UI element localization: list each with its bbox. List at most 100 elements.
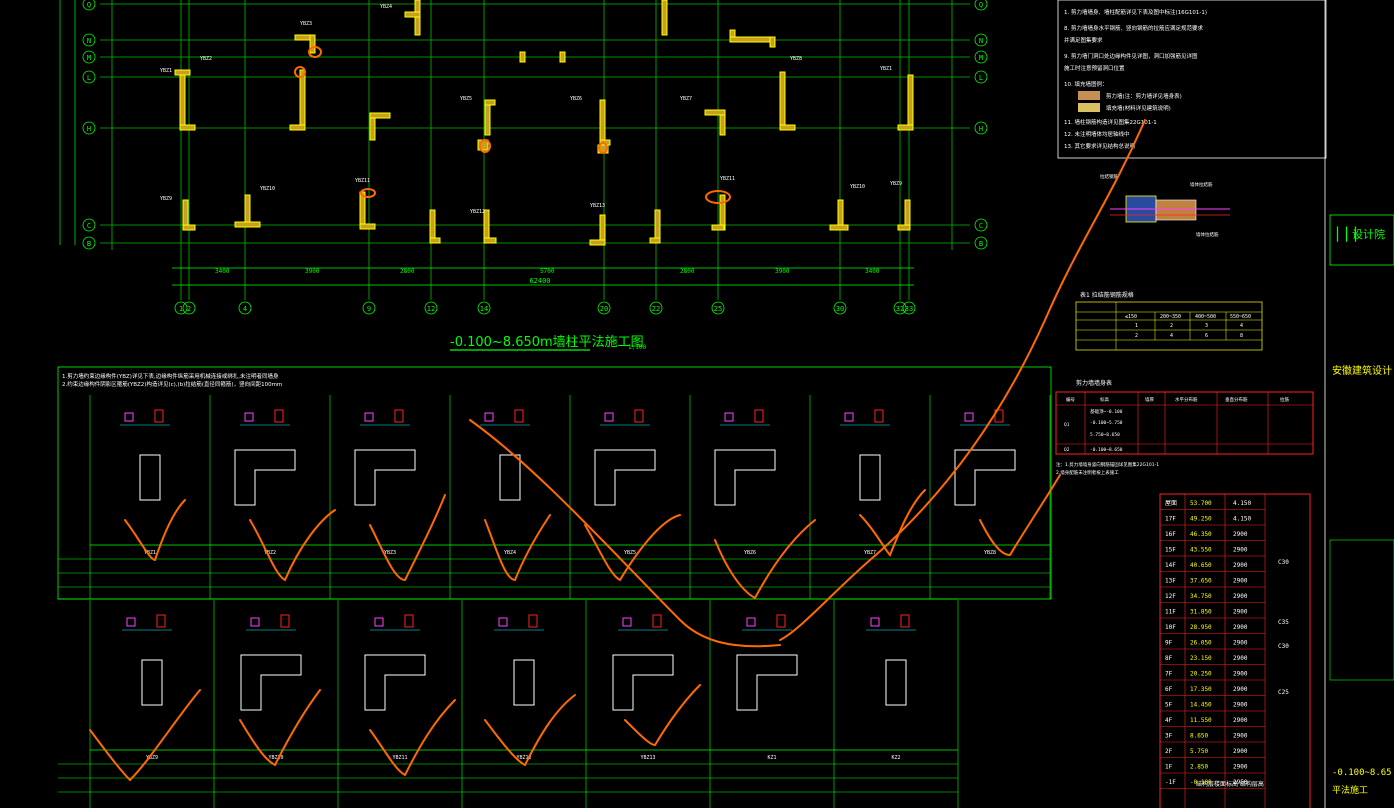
markup-circle <box>360 188 376 198</box>
table-frame <box>1159 493 1311 808</box>
svg-text:墙厚: 墙厚 <box>1145 396 1154 403</box>
section-outline <box>612 654 674 711</box>
stirrup-detail <box>724 412 734 422</box>
svg-text:并满足图集要求: 并满足图集要求 <box>1064 36 1103 44</box>
section-outline <box>234 449 296 506</box>
stirrup-detail <box>394 409 404 423</box>
section-outline <box>736 654 798 711</box>
bottom-caption: 结构层楼面标高 结构层高 <box>1196 780 1264 788</box>
floor-cell: 15F <box>1165 547 1176 554</box>
axis-bubble <box>82 218 96 232</box>
markup-stroke <box>714 519 816 600</box>
elevation-cell: 8.650 <box>1190 733 1208 740</box>
wall-tag: YBZ13 <box>590 203 605 209</box>
svg-text:2: 2 <box>1135 333 1138 339</box>
stirrup-detail <box>498 617 508 627</box>
markup-circle <box>598 142 608 154</box>
stirrup-detail <box>250 617 260 627</box>
wall-tag: YBZ6 <box>570 96 582 102</box>
elevation-cell: 40.650 <box>1190 562 1212 569</box>
stirrup-detail <box>964 412 974 422</box>
stirrup-detail <box>404 614 414 628</box>
elevation-cell: 11.550 <box>1190 717 1212 724</box>
drawing-title: -0.100~8.65 <box>1332 768 1392 778</box>
elevation-cell: 14.450 <box>1190 702 1212 709</box>
section-outline <box>714 449 776 506</box>
markup-stroke <box>779 119 1146 641</box>
floor-cell: -1F <box>1165 779 1176 786</box>
svg-text:垂直分布筋: 垂直分布筋 <box>1225 396 1248 403</box>
markup-stroke <box>369 494 446 582</box>
markup-stroke <box>239 689 321 767</box>
drawing-subtitle: 平法施工 <box>1332 784 1368 796</box>
svg-text:拉筋: 拉筋 <box>1280 396 1289 403</box>
wall-tag: YBZ12 <box>470 209 485 215</box>
markup-stroke <box>979 474 1061 557</box>
stirrup-detail <box>280 614 290 628</box>
section-outline <box>354 449 416 506</box>
svg-text:水平分布筋: 水平分布筋 <box>1175 396 1198 403</box>
height-cell: 2900 <box>1233 578 1248 585</box>
svg-text:3400: 3400 <box>215 268 230 275</box>
axis-label: 12 <box>427 305 435 313</box>
detail-label: YBZ10 <box>268 755 283 761</box>
svg-text:墙体拉结筋: 墙体拉结筋 <box>1190 181 1213 188</box>
svg-text:5.750~8.650: 5.750~8.650 <box>1090 432 1120 438</box>
axis-label: 1 <box>179 305 183 313</box>
height-cell: 2900 <box>1233 547 1248 554</box>
axis-label: 33 <box>905 305 913 313</box>
elevation-cell: 20.250 <box>1190 671 1212 678</box>
svg-text:≤150: ≤150 <box>1125 314 1137 320</box>
svg-text:编号: 编号 <box>1066 396 1075 403</box>
detail-label: YBZ2 <box>264 550 276 556</box>
wall-segment <box>649 237 661 244</box>
svg-text:10. 填充墙图例：: 10. 填充墙图例： <box>1064 80 1108 88</box>
axis-bubble <box>424 301 438 315</box>
wall-segment <box>829 224 849 231</box>
markup-stroke <box>249 509 336 582</box>
axis-label: Q <box>87 1 91 9</box>
wall-segment <box>907 74 914 131</box>
wall-segment <box>589 239 606 246</box>
markup-stroke <box>124 499 186 562</box>
axis-label: 20 <box>600 305 608 313</box>
svg-text:400~500: 400~500 <box>1195 314 1216 320</box>
section-outline <box>594 449 656 506</box>
height-cell: 2900 <box>1233 593 1248 600</box>
markup-circle <box>308 46 322 58</box>
stirrup-detail <box>874 409 884 423</box>
axis-label: 14 <box>480 305 488 313</box>
floor-cell: 屋面 <box>1165 500 1177 507</box>
axis-label: 32 <box>896 305 904 313</box>
elevation-cell: 49.250 <box>1190 516 1212 523</box>
wall-segment <box>661 0 668 36</box>
svg-text:注：1.剪力墙墙身竖向钢筋锚固详见图集22G101-1: 注：1.剪力墙墙身竖向钢筋锚固详见图集22G101-1 <box>1056 461 1159 468</box>
section-outline <box>499 454 521 501</box>
detail-label: YBZ3 <box>384 550 396 556</box>
svg-text:1. 剪力墙墙身、墙柱配筋详见下表及图中标注(16G101-: 1. 剪力墙墙身、墙柱配筋详见下表及图中标注(16G101-1) <box>1064 8 1207 16</box>
stirrup-detail <box>870 617 880 627</box>
axis-label: C <box>979 222 983 230</box>
wall-segment <box>559 51 566 63</box>
height-cell: 2900 <box>1233 671 1248 678</box>
stirrup-detail <box>374 617 384 627</box>
wall-body-table: 剪力墙墙身表 编号标高墙厚 水平分布筋垂直分布筋拉筋 Q1Q2 基础顶~-0.1… <box>1055 379 1314 476</box>
stirrup-detail <box>124 412 134 422</box>
project-name: 安徽建筑设计 <box>1332 364 1392 377</box>
height-cell: 4.150 <box>1233 500 1251 507</box>
svg-text:2.墙身配筋未注明者按上表施工: 2.墙身配筋未注明者按上表施工 <box>1056 469 1119 476</box>
axis-bubble <box>597 301 611 315</box>
stirrup-detail <box>622 617 632 627</box>
svg-text:基础顶~-0.100: 基础顶~-0.100 <box>1090 408 1123 415</box>
stirrup-detail <box>528 614 538 628</box>
wall-tag: YBZ9 <box>160 196 172 202</box>
axis-label: L <box>979 74 983 82</box>
elevation-cell: 46.350 <box>1190 531 1212 538</box>
stirrup-detail <box>776 614 786 628</box>
wall-segment <box>369 114 376 141</box>
svg-text:3900: 3900 <box>775 268 790 275</box>
height-cell: 2900 <box>1233 748 1248 755</box>
wall-tag: YBZ1 <box>160 68 172 74</box>
